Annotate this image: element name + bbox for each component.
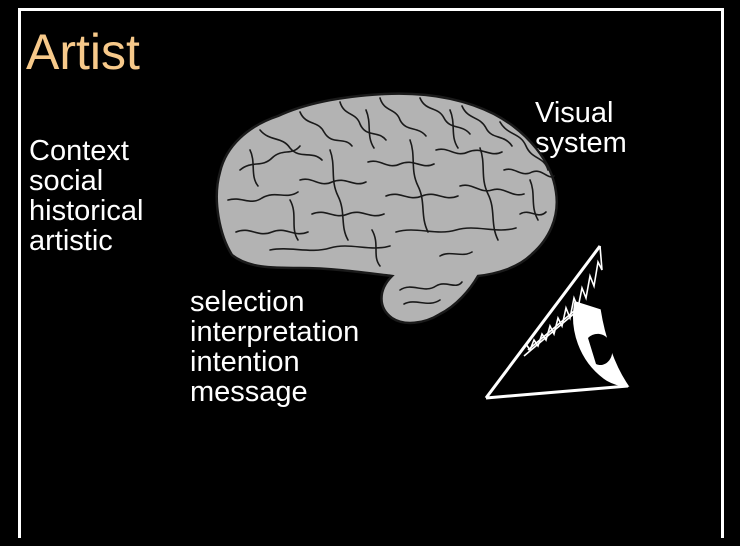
brain-icon — [217, 94, 557, 323]
